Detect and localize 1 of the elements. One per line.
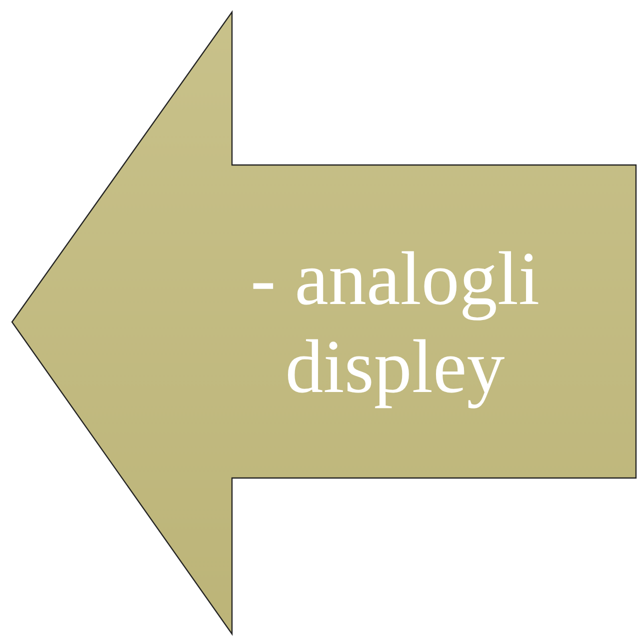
arrow-label: - analogli displey bbox=[249, 236, 541, 411]
